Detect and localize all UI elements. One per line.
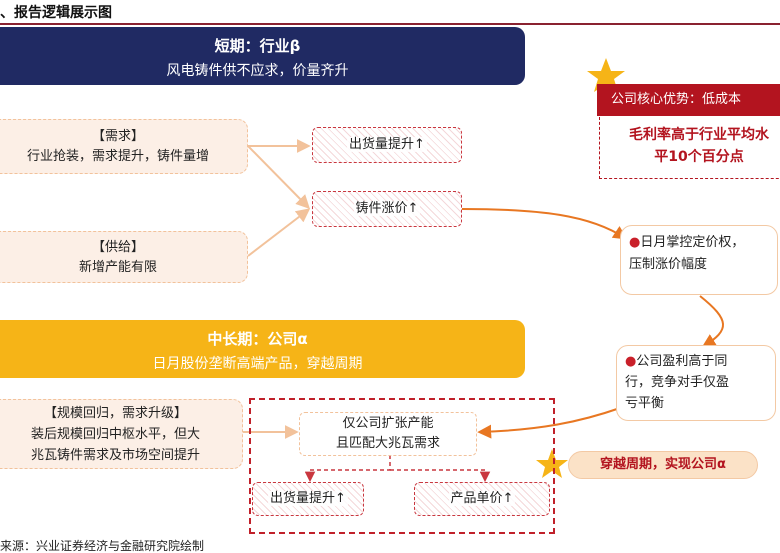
core-advantage-line1: 毛利率高于行业平均水 <box>629 127 769 143</box>
arrow-capacity-to-unitprice <box>390 469 491 483</box>
company-alpha-frame <box>249 398 555 534</box>
bullet-icon: ● <box>629 235 641 250</box>
profit-line1: ●公司盈利高于同 <box>625 354 728 369</box>
core-advantage-line2: 平10个百分点 <box>654 149 744 165</box>
demand-box: 【需求】 行业抢装，需求提升，铸件量增 <box>0 119 248 174</box>
source-note: 来源：兴业证券经济与金融研究院绘制 <box>0 539 205 553</box>
casting-price-rise-label: 铸件涨价↑ <box>353 201 421 216</box>
long-shipment-increase-label: 出货量提升↑ <box>268 491 348 506</box>
demand-label: 【需求】 <box>91 129 144 144</box>
pricing-power-box: ●日月掌控定价权， 压制涨价幅度 <box>620 225 778 295</box>
demand-text: 行业抢装，需求提升，铸件量增 <box>26 149 209 164</box>
casting-price-rise-box: 铸件涨价↑ <box>312 191 462 227</box>
capacity-line2: 且匹配大兆瓦需求 <box>335 436 440 451</box>
pricing-power-line2: 压制涨价幅度 <box>629 257 708 272</box>
scale-box: 【规模回归，需求升级】 装后规模回归中枢水平，但大 兆瓦铸件需求及市场空间提升 <box>0 399 243 469</box>
supply-label: 【供给】 <box>91 240 144 255</box>
header-divider <box>0 23 780 25</box>
unit-price-increase-box: 产品单价↑ <box>414 482 550 516</box>
unit-price-increase-label: 产品单价↑ <box>448 491 516 506</box>
scale-line1: 装后规模回归中枢水平，但大 <box>30 427 200 442</box>
supply-box: 【供给】 新增产能有限 <box>0 231 248 283</box>
core-advantage-title: 公司核心优势：低成本 <box>597 84 780 116</box>
bullet-icon: ● <box>625 354 637 369</box>
long-term-banner: 中长期：公司α 日月股份垄断高端产品，穿越周期 <box>0 320 525 378</box>
pricing-power-line1: ●日月掌控定价权， <box>629 235 745 250</box>
star-icon <box>536 449 568 478</box>
scale-line2: 兆瓦铸件需求及市场空间提升 <box>30 448 200 463</box>
capacity-expansion-box: 仅公司扩张产能 且匹配大兆瓦需求 <box>299 412 477 456</box>
arrow-pricing-power-to-profit <box>699 295 724 348</box>
arrow-price-to-pricing-power <box>461 208 628 240</box>
long-term-subtitle: 日月股份垄断高端产品，穿越周期 <box>152 356 363 372</box>
short-term-banner: 短期：行业β 风电铸件供不应求，价量齐升 <box>0 27 525 85</box>
arrow-profit-to-capacity <box>477 407 621 439</box>
capacity-line1: 仅公司扩张产能 <box>342 416 434 431</box>
short-term-title: 短期：行业β <box>214 37 301 55</box>
conclusion-pill: 穿越周期，实现公司α <box>568 451 758 479</box>
star-icon <box>587 58 625 92</box>
shipment-increase-box: 出货量提升↑ <box>312 127 462 163</box>
core-advantage-body: 毛利率高于行业平均水 平10个百分点 <box>599 117 780 179</box>
supply-text: 新增产能有限 <box>78 260 157 275</box>
shipment-increase-label: 出货量提升↑ <box>347 137 427 152</box>
long-term-title: 中长期：公司α <box>207 330 308 348</box>
arrow-capacity-to-shipment <box>304 455 391 483</box>
profit-line2: 行，竞争对手仅盈 <box>625 375 730 390</box>
long-shipment-increase-box: 出货量提升↑ <box>252 482 364 516</box>
profit-box: ●公司盈利高于同 行，竞争对手仅盈 亏平衡 <box>616 345 776 421</box>
short-term-subtitle: 风电铸件供不应求，价量齐升 <box>166 63 349 79</box>
page-title: 、报告逻辑展示图 <box>0 5 112 21</box>
arrow-supply-to-price <box>247 208 311 257</box>
scale-label: 【规模回归，需求升级】 <box>43 406 187 421</box>
arrow-demand-to-price <box>247 145 310 209</box>
profit-line3: 亏平衡 <box>625 396 665 411</box>
